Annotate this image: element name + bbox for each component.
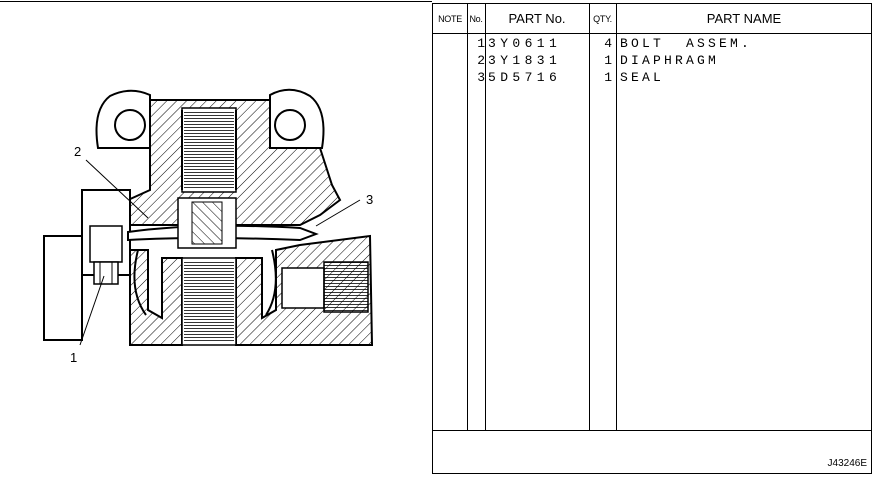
callout-1: 1 (70, 350, 77, 365)
mounting-lug-right (269, 88, 325, 149)
left-flange (43, 189, 131, 341)
row-no: 2 (477, 53, 485, 68)
header-note: NOTE (433, 4, 467, 34)
row-part-no: 3Y1831 (488, 53, 562, 68)
lower-housing (129, 234, 374, 346)
row-no: 1 (477, 36, 485, 51)
header-part-name: PART NAME (616, 4, 872, 34)
row-no: 3 (477, 70, 485, 85)
header-part-no: PART No. (485, 4, 589, 34)
table-row: 2 3Y1831 1 DIAPHRAGM (433, 53, 873, 70)
callout-2: 2 (74, 144, 81, 159)
upper-housing (126, 99, 342, 226)
row-part-name: SEAL (620, 70, 665, 85)
header-no: No. (467, 4, 485, 34)
row-qty: 1 (604, 70, 612, 85)
row-part-no: 5D5716 (488, 70, 562, 85)
mounting-lug-left (95, 89, 151, 149)
reference-code: J43246E (827, 458, 867, 469)
table-row: 3 5D5716 1 SEAL (433, 70, 873, 87)
row-qty: 4 (604, 36, 612, 51)
row-part-name: DIAPHRAGM (620, 53, 720, 68)
table-row: 1 3Y0611 4 BOLT ASSEM. (433, 36, 873, 53)
center-stem (177, 197, 237, 249)
row-part-no: 3Y0611 (488, 36, 562, 51)
row-qty: 1 (604, 53, 612, 68)
header-qty: QTY. (589, 4, 616, 34)
row-part-name: BOLT ASSEM. (620, 36, 753, 51)
parts-table: NOTE No. PART No. QTY. PART NAME 1 3Y061… (432, 3, 872, 474)
cross-section-diagram: 2 3 1 (0, 1, 432, 365)
callout-3: 3 (366, 192, 373, 207)
